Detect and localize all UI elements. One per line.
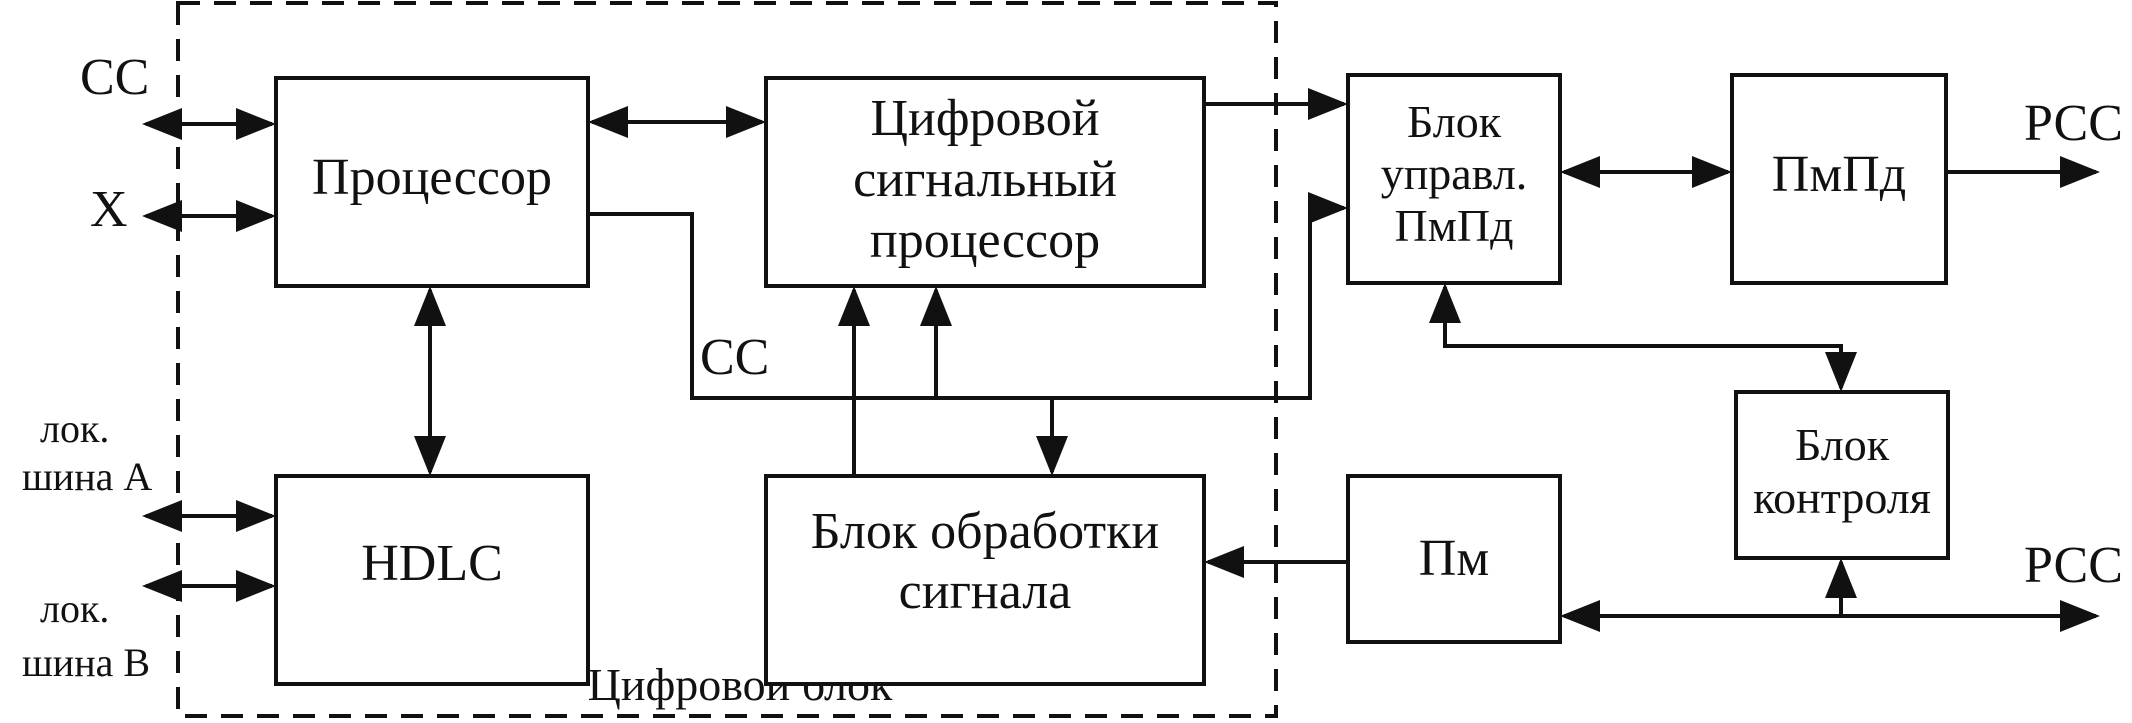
pmpd-control-block: Блок управл. ПмПд bbox=[1346, 73, 1562, 285]
pmpd-control-monitor-link bbox=[1429, 283, 1857, 392]
bus-a-label-line-2: шина А bbox=[22, 454, 152, 499]
digital-block-frame bbox=[176, 1, 1278, 718]
dsp-label-line-3: процессор bbox=[870, 212, 1100, 269]
signal-processing-label-line-1: Блок обработки bbox=[811, 503, 1160, 560]
pm-block: Пм bbox=[1346, 474, 1562, 644]
pmpd-block: ПмПд bbox=[1730, 73, 1948, 285]
bus-a-label-line-1: лок. bbox=[40, 406, 109, 451]
signal-processing-label-line-2: сигнала bbox=[899, 563, 1072, 620]
signal-processing-block: Блок обработки сигнала bbox=[764, 474, 1206, 686]
cc-bus-label: СС bbox=[700, 329, 769, 386]
processor-label: Процессор bbox=[312, 149, 552, 206]
pmpd-label: ПмПд bbox=[1772, 146, 1906, 203]
hdlc-block: HDLC bbox=[274, 474, 590, 686]
bus-b-label-line-2: шина В bbox=[22, 640, 150, 685]
bus-b-label-line-1: лок. bbox=[40, 586, 109, 631]
pmpd-control-label-line-1: Блок bbox=[1407, 96, 1502, 147]
pcc-top-label: РСС bbox=[2024, 95, 2123, 152]
dsp-label-line-1: Цифровой bbox=[870, 90, 1099, 147]
pcc-bottom-label: РСС bbox=[2024, 537, 2123, 594]
hdlc-label: HDLC bbox=[361, 535, 503, 592]
cc-port-label: СС bbox=[80, 49, 149, 106]
control-label-line-2: контроля bbox=[1753, 472, 1931, 523]
pm-label: Пм bbox=[1419, 530, 1489, 587]
x-port-label: Х bbox=[90, 181, 128, 238]
pmpd-control-label-line-2: управл. bbox=[1381, 148, 1528, 199]
dsp-block: Цифровой сигнальный процессор bbox=[764, 76, 1206, 288]
control-block: Блок контроля bbox=[1734, 390, 1950, 560]
processor-block: Процессор bbox=[274, 76, 590, 288]
pmpd-control-label-line-3: ПмПд bbox=[1395, 200, 1514, 251]
cc-bus-line bbox=[588, 192, 1348, 400]
control-label-line-1: Блок bbox=[1795, 419, 1890, 470]
dsp-label-line-2: сигнальный bbox=[853, 151, 1117, 208]
